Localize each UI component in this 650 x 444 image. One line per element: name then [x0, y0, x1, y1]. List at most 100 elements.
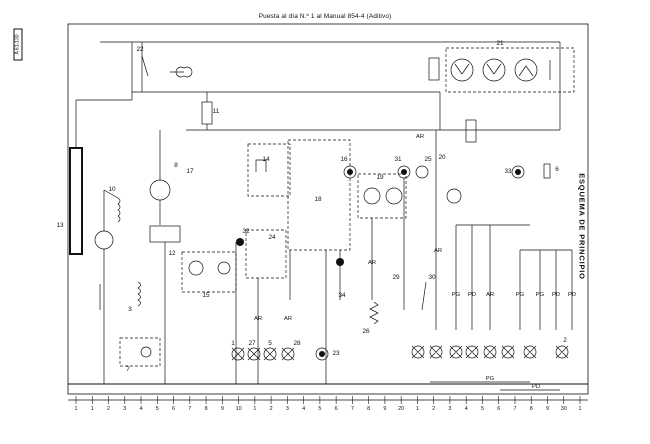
component-30-label: 30	[428, 273, 436, 281]
wire-code-ar: AR	[485, 292, 495, 299]
component-1-label: 1	[231, 339, 235, 347]
column-index: 10	[235, 406, 242, 412]
lamp-19	[446, 188, 462, 204]
wire-code-pg: PG	[535, 292, 545, 299]
coil-3	[137, 281, 141, 307]
column-index: 9	[545, 406, 549, 412]
starter-motor-10	[94, 230, 114, 250]
wire-code-pg: PG	[515, 292, 525, 299]
wire-code-ar: AR	[415, 134, 425, 141]
component-34-label: 34	[338, 291, 346, 299]
column-index: 4	[139, 406, 143, 412]
component-26-label: 26	[362, 327, 370, 335]
component-23-label: 23	[332, 349, 340, 357]
page-title: Puesta al día N.º 1 al Manual 854-4 (Adi…	[258, 13, 392, 20]
gauge-19-b	[385, 187, 403, 205]
instrument-panel-21	[445, 47, 575, 93]
component-25-label: 25	[424, 155, 432, 163]
battery-13	[69, 147, 83, 255]
component-17-label: 17	[186, 167, 194, 175]
component-3-label: 3	[128, 305, 132, 313]
component-13-label: 13	[56, 221, 64, 229]
lamp-16	[343, 165, 357, 179]
column-index: 1	[74, 406, 78, 412]
component-29-label: 29	[392, 273, 400, 281]
wire-code-ar: AR	[367, 260, 377, 267]
component-22-label: 22	[136, 45, 144, 53]
component-31-label: 31	[394, 155, 402, 163]
column-index: 6	[334, 406, 338, 412]
component-28-label: 28	[293, 339, 301, 347]
horn-6	[543, 163, 551, 179]
component-19-label: 19	[376, 173, 384, 181]
wire-code-pd: PD	[551, 292, 561, 299]
column-index: 8	[204, 406, 208, 412]
column-index: 1	[253, 406, 257, 412]
column-index: 7	[188, 406, 192, 412]
column-index: 6	[497, 406, 501, 412]
component-15-label: 15	[202, 291, 210, 299]
component-12-label: 12	[168, 249, 176, 257]
component-8-label: 8	[174, 161, 178, 169]
distributor-15	[181, 251, 237, 293]
lamp-33	[511, 165, 525, 179]
fuse-11-c	[465, 119, 477, 143]
column-index: 20	[398, 406, 405, 412]
component-2-label: 2	[563, 336, 567, 344]
column-index: 2	[269, 406, 273, 412]
component-27-label: 27	[248, 339, 256, 347]
relay-18	[287, 139, 351, 251]
column-index: 8	[367, 406, 371, 412]
resistor-26	[369, 301, 379, 325]
wire-code-pd: PD	[531, 384, 541, 391]
fuse-11-b	[428, 57, 440, 81]
column-index: 7	[513, 406, 517, 412]
wire-code-pg: PG	[451, 292, 461, 299]
component-16-label: 16	[340, 155, 348, 163]
component-6-label: 6	[555, 165, 559, 173]
column-index: 6	[172, 406, 176, 412]
column-index: 3	[448, 406, 452, 412]
column-index: 4	[464, 406, 468, 412]
column-index: 5	[155, 406, 159, 412]
component-5-label: 5	[268, 339, 272, 347]
column-index: 3	[123, 406, 127, 412]
gauge-19-a	[363, 187, 381, 205]
column-index: 5	[318, 406, 322, 412]
wire-code-ar: AR	[283, 316, 293, 323]
wire-code-ar: AR	[253, 316, 263, 323]
starter-coil	[117, 197, 121, 223]
column-index: 1	[90, 406, 94, 412]
wire-code-pd: PD	[467, 292, 477, 299]
ignition-coil-8	[149, 179, 171, 201]
relay-14	[247, 143, 291, 197]
wire-code-pd: PD	[567, 292, 577, 299]
component-32-label: 32	[242, 227, 250, 235]
component-20-label: 20	[438, 153, 446, 161]
wire-code-ar: AR	[433, 248, 443, 255]
column-index: 9	[220, 406, 224, 412]
switch-24	[245, 229, 287, 279]
component-7-label: 7	[126, 365, 130, 373]
column-index: 30	[560, 406, 567, 412]
component-14-label: 14	[262, 155, 270, 163]
column-index: 4	[302, 406, 306, 412]
column-index: 5	[480, 406, 484, 412]
gauge-21-b	[482, 58, 506, 82]
regulator-12	[149, 225, 181, 243]
unit-7	[119, 337, 161, 367]
gauge-21-c	[514, 58, 538, 82]
component-10-label: 10	[108, 185, 116, 193]
fuse-11-a	[201, 101, 213, 125]
column-index: 9	[383, 406, 387, 412]
component-11-label: 11	[212, 107, 220, 115]
column-index: 1	[578, 406, 582, 412]
column-index: 2	[107, 406, 111, 412]
gauge-21-a	[450, 58, 474, 82]
component-24-label: 24	[268, 233, 276, 241]
column-index: 7	[350, 406, 354, 412]
component-33-label: 33	[504, 167, 512, 175]
key-icon	[170, 66, 193, 78]
